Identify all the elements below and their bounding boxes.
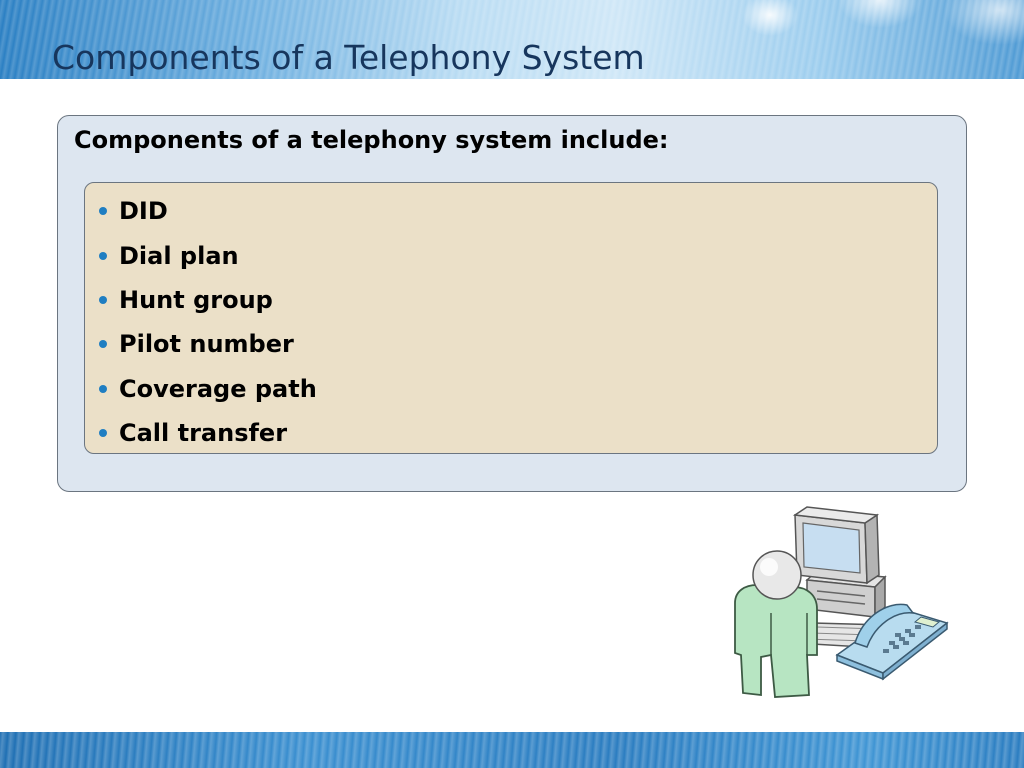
page-title: Components of a Telephony System — [52, 38, 645, 77]
list-item: Hunt group — [99, 278, 937, 322]
list-item-label: Hunt group — [119, 285, 273, 314]
list-item-label: Pilot number — [119, 330, 294, 359]
bullet-icon — [99, 384, 107, 393]
list-item: Coverage path — [99, 367, 937, 411]
list-item: Dial plan — [99, 233, 937, 277]
header-banner — [0, 0, 1024, 79]
bullet-panel: DID Dial plan Hunt group Pilot number Co… — [84, 182, 938, 454]
list-item-label: Dial plan — [119, 241, 239, 270]
content-panel: Components of a telephony system include… — [57, 115, 967, 492]
user-computer-telephone-icon — [725, 505, 955, 700]
list-item: Call transfer — [99, 411, 937, 455]
list-item-label: DID — [119, 197, 168, 226]
bullet-icon — [99, 207, 107, 216]
list-item-label: Coverage path — [119, 374, 317, 403]
footer-banner — [0, 732, 1024, 768]
bullet-icon — [99, 295, 107, 304]
bullet-icon — [99, 340, 107, 349]
bullet-icon — [99, 251, 107, 260]
bullet-icon — [99, 429, 107, 438]
list-item: Pilot number — [99, 322, 937, 366]
intro-text: Components of a telephony system include… — [74, 126, 669, 154]
list-item: DID — [99, 189, 937, 233]
bullet-list: DID Dial plan Hunt group Pilot number Co… — [85, 183, 937, 455]
list-item-label: Call transfer — [119, 419, 288, 448]
